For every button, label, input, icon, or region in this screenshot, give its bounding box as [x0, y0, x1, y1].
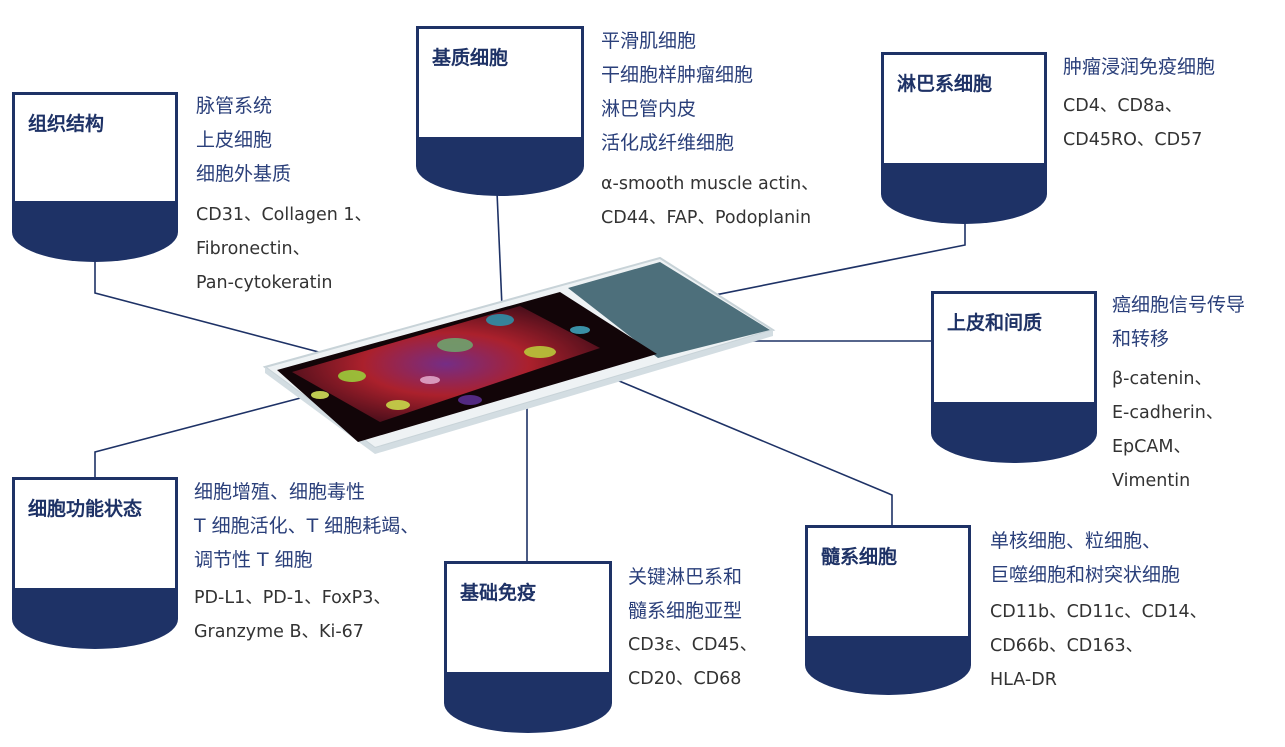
- marker-line: E-cadherin、: [1112, 403, 1224, 423]
- card-basic-immune: 基础免疫: [444, 561, 612, 733]
- desc-line: 上皮细胞: [196, 129, 273, 151]
- marker-line: CD66b、CD163、: [990, 636, 1144, 656]
- marker-line: Vimentin: [1112, 471, 1191, 491]
- card-stromal-cells: 基质细胞: [416, 26, 584, 196]
- marker-line: Pan-cytokeratin: [196, 273, 333, 293]
- marker-line: HLA-DR: [990, 670, 1057, 690]
- desc-myeloid-cells: 单核细胞、粒细胞、 巨噬细胞和树突状细胞: [990, 524, 1180, 592]
- slide-label-area: [568, 262, 770, 358]
- card-box: 基础免疫: [444, 561, 612, 675]
- card-title: 基质细胞: [432, 47, 509, 69]
- marker-line: CD11b、CD11c、CD14、: [990, 602, 1208, 622]
- markers-tissue-architecture: CD31、Collagen 1、 Fibronectin、 Pan-cytoke…: [196, 198, 372, 300]
- desc-line: 癌细胞信号传导: [1112, 294, 1246, 316]
- marker-line: CD20、CD68: [628, 669, 742, 689]
- desc-basic-immune: 关键淋巴系和 髓系细胞亚型: [628, 560, 742, 628]
- card-box: 上皮和间质: [931, 291, 1097, 405]
- marker-line: CD31、Collagen 1、: [196, 205, 372, 225]
- desc-line: 脉管系统: [196, 95, 273, 117]
- tissue-stain-spots: [311, 314, 590, 410]
- markers-epithelial-mesenchymal: β-catenin、 E-cadherin、 EpCAM、 Vimentin: [1112, 362, 1223, 498]
- card-title: 组织结构: [28, 113, 105, 135]
- marker-line: PD-L1、PD-1、FoxP3、: [194, 588, 391, 608]
- connector-functional: [94, 384, 351, 478]
- desc-line: 髓系细胞亚型: [628, 600, 743, 622]
- card-tissue-architecture: 组织结构: [12, 92, 178, 264]
- marker-line: EpCAM、: [1112, 437, 1191, 457]
- desc-line: 淋巴管内皮: [601, 98, 697, 120]
- desc-line: 肿瘤浸润免疫细胞: [1063, 56, 1216, 78]
- marker-line: Fibronectin、: [196, 239, 311, 259]
- marker-line: CD44、FAP、Podoplanin: [601, 208, 812, 228]
- desc-epithelial-mesenchymal: 癌细胞信号传导 和转移: [1112, 288, 1245, 356]
- connector-tissue: [94, 262, 331, 356]
- desc-line: 细胞增殖、细胞毒性: [194, 481, 366, 503]
- marker-line: Granzyme B、Ki-67: [194, 622, 364, 642]
- desc-line: 活化成纤维细胞: [601, 132, 735, 154]
- card-title: 淋巴系细胞: [897, 73, 993, 95]
- marker-line: CD4、CD8a、: [1063, 96, 1183, 116]
- card-epithelial-mesenchymal: 上皮和间质: [931, 291, 1097, 463]
- card-myeloid-cells: 髓系细胞: [805, 525, 971, 695]
- desc-cell-functional-state: 细胞增殖、细胞毒性 T 细胞活化、T 细胞耗竭、 调节性 T 细胞: [194, 475, 419, 577]
- card-box: 淋巴系细胞: [881, 52, 1047, 166]
- desc-line: 细胞外基质: [196, 163, 292, 185]
- desc-line: 和转移: [1112, 328, 1170, 350]
- desc-line: 单核细胞、粒细胞、: [990, 530, 1162, 552]
- marker-line: α-smooth muscle actin、: [601, 174, 819, 194]
- connector-myeloid: [599, 372, 893, 527]
- card-title: 髓系细胞: [821, 546, 898, 568]
- marker-line: CD3ε、CD45、: [628, 635, 758, 655]
- markers-stromal-cells: α-smooth muscle actin、 CD44、FAP、Podoplan…: [601, 167, 819, 235]
- markers-cell-functional-state: PD-L1、PD-1、FoxP3、 Granzyme B、Ki-67: [194, 581, 391, 649]
- markers-basic-immune: CD3ε、CD45、 CD20、CD68: [628, 628, 757, 696]
- marker-line: CD45RO、CD57: [1063, 130, 1203, 150]
- connector-lymphoid: [599, 222, 966, 319]
- desc-line: 调节性 T 细胞: [194, 549, 313, 571]
- desc-line: 关键淋巴系和: [628, 566, 743, 588]
- card-cell-functional-state: 细胞功能状态: [12, 477, 178, 649]
- desc-tissue-architecture: 脉管系统 上皮细胞 细胞外基质: [196, 89, 291, 191]
- markers-lymphoid-cells: CD4、CD8a、 CD45RO、CD57: [1063, 89, 1202, 157]
- desc-line: 干细胞样肿瘤细胞: [601, 64, 754, 86]
- card-box: 组织结构: [12, 92, 178, 204]
- markers-myeloid-cells: CD11b、CD11c、CD14、 CD66b、CD163、 HLA-DR: [990, 595, 1207, 697]
- desc-stromal-cells: 平滑肌细胞 干细胞样肿瘤细胞 淋巴管内皮 活化成纤维细胞: [601, 24, 753, 160]
- microscope-slide: [262, 256, 776, 454]
- card-title: 细胞功能状态: [28, 498, 143, 520]
- desc-lymphoid-cells: 肿瘤浸润免疫细胞: [1063, 50, 1215, 84]
- desc-line: 巨噬细胞和树突状细胞: [990, 564, 1181, 586]
- card-box: 细胞功能状态: [12, 477, 178, 591]
- card-lymphoid-cells: 淋巴系细胞: [881, 52, 1047, 224]
- marker-line: β-catenin、: [1112, 369, 1213, 389]
- card-title: 基础免疫: [460, 582, 537, 604]
- card-box: 髓系细胞: [805, 525, 971, 639]
- card-box: 基质细胞: [416, 26, 584, 140]
- desc-line: 平滑肌细胞: [601, 30, 697, 52]
- desc-line: T 细胞活化、T 细胞耗竭、: [194, 515, 420, 537]
- card-title: 上皮和间质: [947, 312, 1043, 334]
